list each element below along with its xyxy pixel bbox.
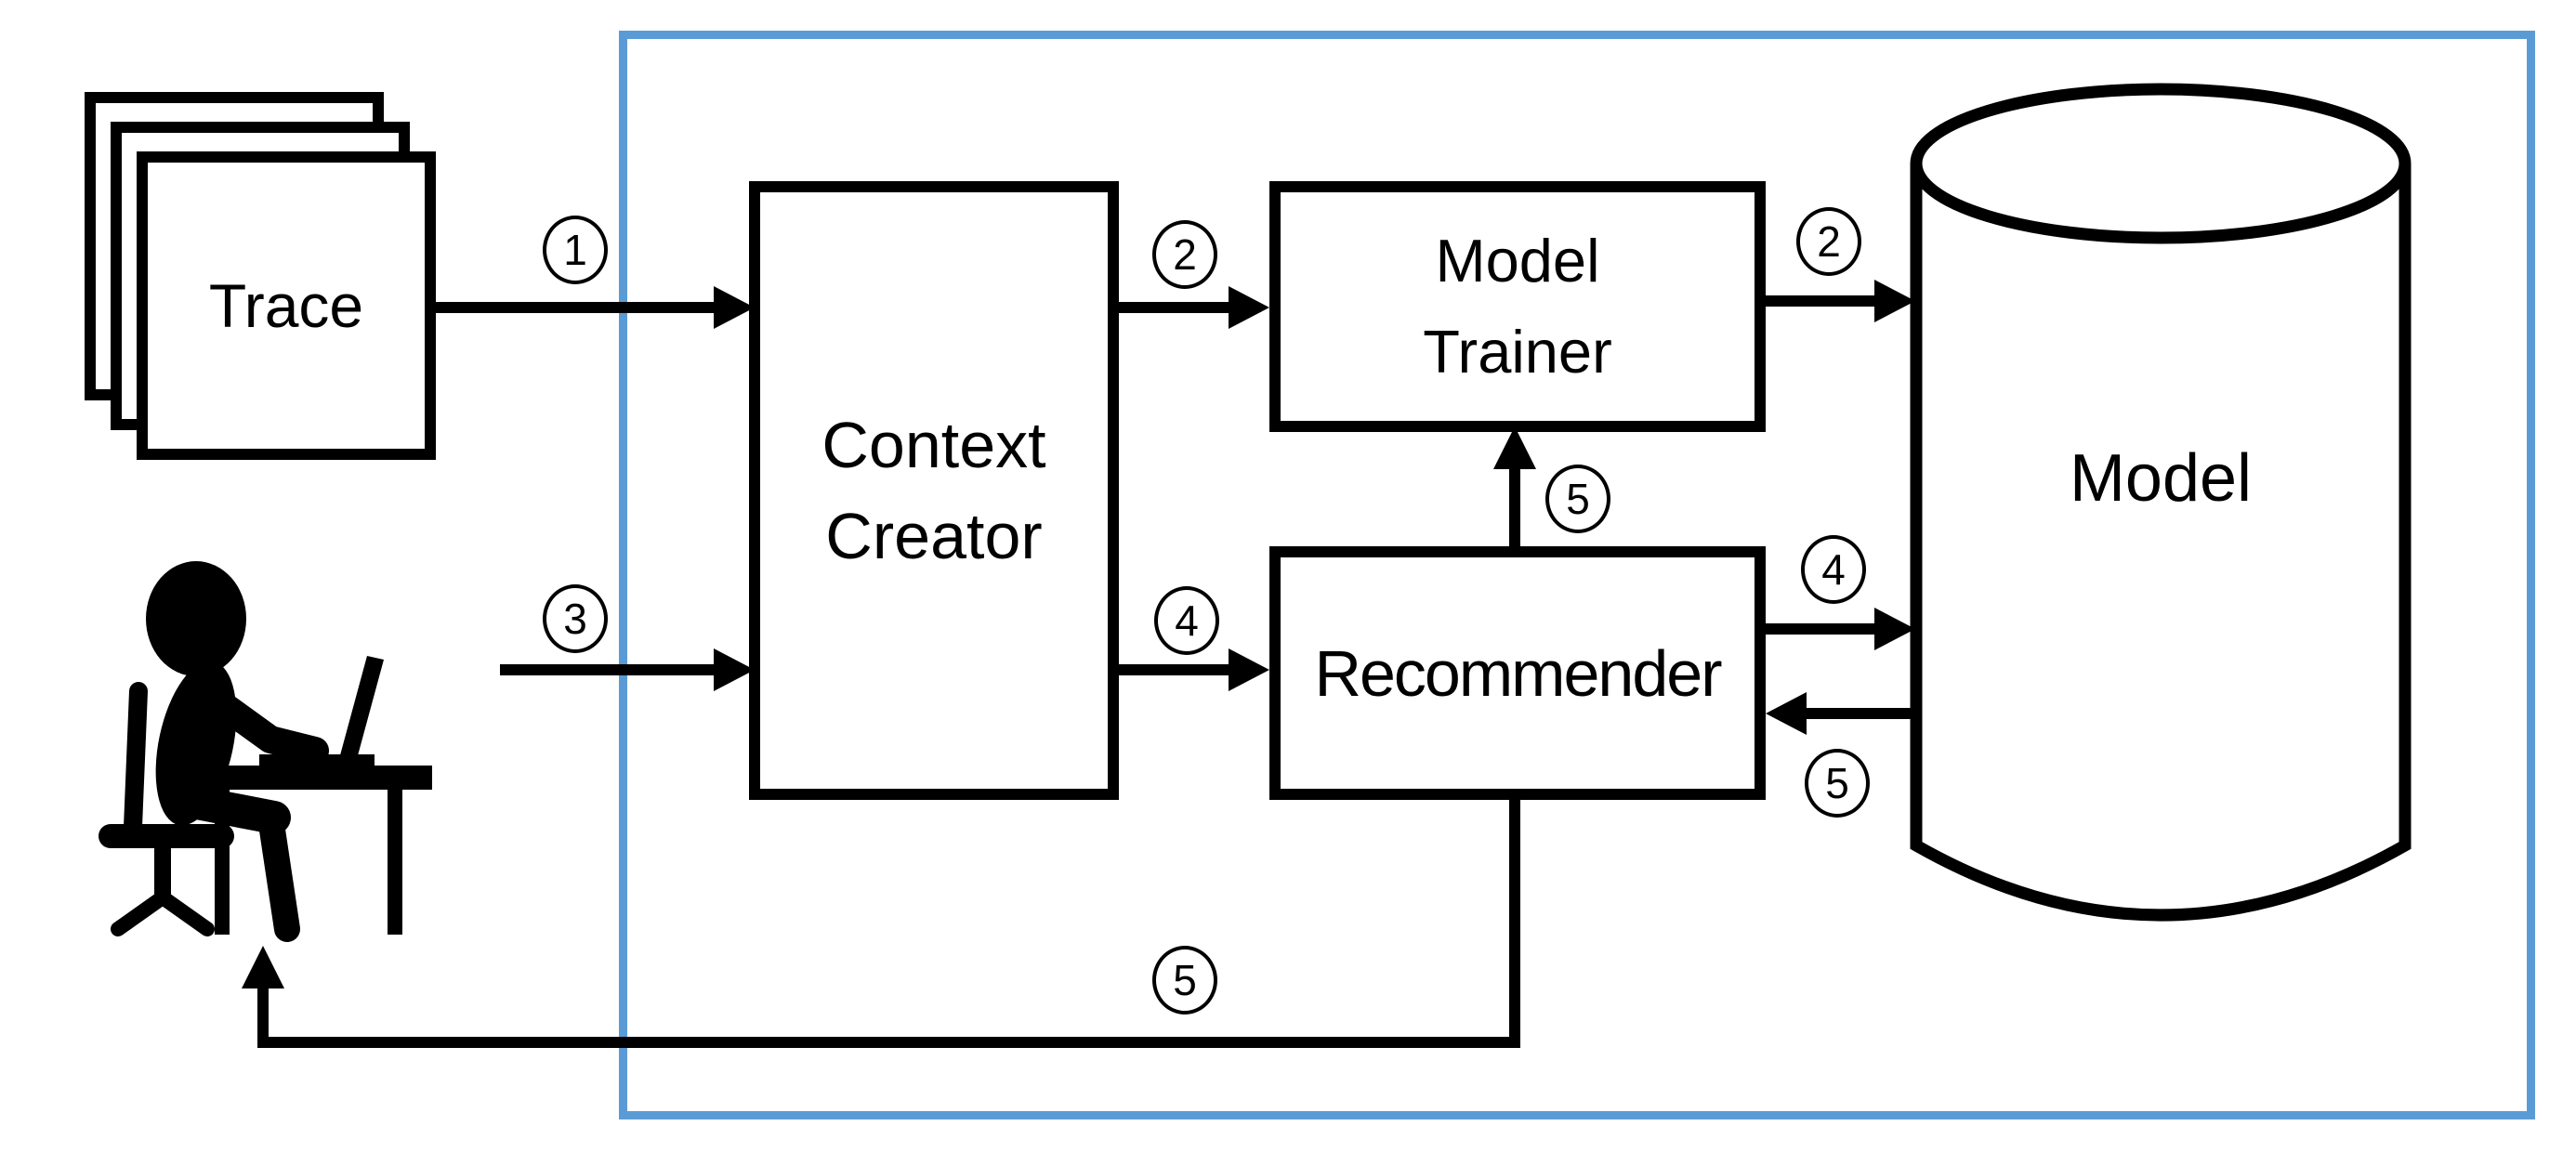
chair-back — [124, 682, 148, 836]
arrow-recommender-to-user-head — [242, 946, 284, 988]
arrow-recommender-to-model-head — [1874, 608, 1915, 650]
step-badge-4-right: 4 — [1801, 535, 1866, 604]
recommender-label: Recommender — [1314, 636, 1722, 710]
step-badge-5-trainer: 5 — [1545, 465, 1610, 533]
laptop-screen — [337, 656, 384, 769]
model-store-label: Model — [2069, 441, 2253, 516]
arrow-recommender-to-model-trainer-head — [1493, 426, 1536, 469]
trace-node: Trace — [137, 151, 436, 460]
person-shin — [257, 805, 300, 942]
step-badge-3: 3 — [543, 584, 608, 653]
arrow-model-trainer-to-model-shaft — [1766, 295, 1874, 307]
model-store-cylinder — [1910, 83, 2412, 922]
cylinder-top — [1910, 83, 2412, 244]
chair-legs — [111, 890, 215, 936]
cylinder-body — [1910, 164, 2412, 922]
laptop-base — [259, 754, 375, 771]
person-arm — [190, 677, 329, 765]
arrow-trace-to-context-creator-head — [714, 286, 755, 329]
context-creator-label-line1: Context — [821, 409, 1046, 481]
trace-label: Trace — [208, 271, 364, 340]
step-badge-2-left: 2 — [1152, 220, 1217, 289]
arrow-context-creator-to-model-trainer-shaft — [1119, 302, 1229, 313]
arrow-recommender-to-model-shaft — [1766, 623, 1874, 635]
desk-right-leg — [388, 790, 402, 935]
arrow-model-to-recommender-head — [1766, 692, 1807, 735]
recommender-node: Recommender — [1269, 546, 1766, 800]
step-badge-1: 1 — [543, 216, 608, 284]
arrow-user-to-context-creator-shaft — [500, 664, 714, 675]
step-badge-4-left: 4 — [1154, 586, 1219, 655]
arrow-recommender-to-user-segment-down — [1509, 800, 1520, 1048]
arrow-context-creator-to-recommender-shaft — [1119, 664, 1229, 675]
arrow-recommender-to-user-segment-across — [257, 1037, 1520, 1048]
arrow-context-creator-to-model-trainer-head — [1229, 286, 1269, 329]
step-badge-2-right: 2 — [1796, 207, 1861, 276]
person-at-desk-icon — [99, 561, 432, 942]
arrow-model-to-recommender-shaft — [1807, 708, 1916, 719]
arrow-context-creator-to-recommender-head — [1229, 648, 1269, 691]
system-boundary-frame — [619, 31, 2535, 1119]
context-creator-node: Context Creator — [749, 181, 1119, 800]
arrow-model-trainer-to-model-head — [1874, 280, 1915, 322]
desk-and-laptop — [198, 656, 432, 935]
arrow-recommender-to-user-segment-up — [257, 988, 269, 1048]
context-creator-label-line2: Creator — [825, 500, 1043, 572]
arrow-trace-to-context-creator-shaft — [427, 302, 714, 313]
arrow-user-to-context-creator-head — [714, 648, 755, 691]
step-badge-5-bottom: 5 — [1152, 946, 1217, 1015]
model-trainer-node: Model Trainer — [1269, 181, 1766, 432]
step-badge-5-right: 5 — [1805, 749, 1870, 818]
arrow-recommender-to-model-trainer-shaft — [1509, 469, 1520, 548]
desk-left-leg — [215, 790, 230, 935]
model-trainer-label-line1: Model — [1435, 227, 1600, 295]
model-trainer-label-line2: Trainer — [1423, 318, 1612, 386]
